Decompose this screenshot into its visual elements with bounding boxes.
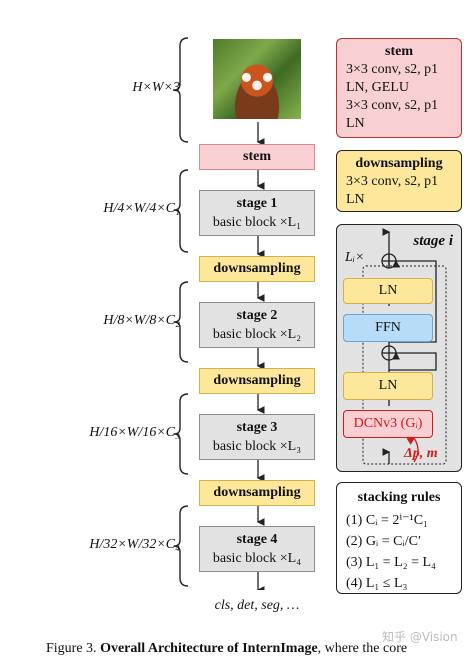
- downsampling-panel: downsampling 3×3 conv, s2, p1 LN: [336, 150, 462, 212]
- stage-i-ffn: FFN: [343, 314, 433, 342]
- stem-panel: stem 3×3 conv, s2, p1 LN, GELU 3×3 conv,…: [336, 38, 462, 138]
- stage-i-title: stage i: [413, 233, 453, 249]
- stage-i-wiring: [362, 228, 447, 465]
- stage-i-offset-label: Δp, m: [404, 446, 438, 461]
- label-stage3-dims: H/16×W/16×C₃: [89, 425, 180, 440]
- left-braces: [173, 37, 189, 587]
- stage-i-dcnv3: DCNv3 (Gᵢ): [343, 410, 433, 438]
- stacking-rule-2: (2) Gᵢ = Cᵢ/C′: [346, 534, 422, 549]
- input-image-red-panda: [213, 39, 301, 119]
- stem-panel-line-3: 3×3 conv, s2, p1: [346, 98, 439, 113]
- downsampling-label-1: downsampling: [213, 261, 301, 276]
- stacking-rules-title: stacking rules: [357, 490, 441, 505]
- stacking-rule-3: (3) L₁ = L₂ = L₄: [346, 555, 436, 570]
- downsampling-panel-line-1: 3×3 conv, s2, p1: [346, 174, 439, 189]
- caption-rest: , where the core: [317, 641, 408, 656]
- stage-3-title: stage 3: [236, 420, 278, 435]
- stage-i-repeat-label: Lᵢ×: [345, 250, 365, 265]
- stem-panel-line-2: LN, GELU: [346, 80, 409, 95]
- stage-3-sub: basic block ×L₃: [212, 439, 302, 454]
- label-stage4-dims: H/32×W/32×C₄: [89, 537, 180, 552]
- stage-2-title: stage 2: [236, 308, 278, 323]
- stem-panel-title: stem: [385, 44, 413, 59]
- caption-prefix: Figure 3.: [46, 641, 97, 656]
- downsampling-block-2: downsampling: [199, 368, 315, 394]
- label-input-dims: H×W×3: [132, 80, 180, 95]
- downsampling-block-1: downsampling: [199, 256, 315, 282]
- stage-4-sub: basic block ×L₄: [212, 551, 302, 566]
- stage-i-ln-top: LN: [343, 278, 433, 304]
- label-stage2-dims: H/8×W/8×C₂: [103, 313, 180, 328]
- stage-1-title: stage 1: [236, 196, 278, 211]
- figure-caption: Figure 3. Overall Architecture of Intern…: [46, 641, 407, 657]
- label-stage1-dims: H/4×W/4×C₁: [103, 201, 180, 216]
- stage-i-ln-bottom-label: LN: [378, 378, 398, 393]
- stage-4-block: stage 4 basic block ×L₄: [199, 526, 315, 572]
- output-tasks: cls, det, seg, …: [214, 598, 300, 613]
- stem-label: stem: [243, 149, 271, 164]
- caption-bold: Overall Architecture of InternImage: [100, 641, 318, 656]
- stem-block: stem: [199, 144, 315, 170]
- stage-2-block: stage 2 basic block ×L₂: [199, 302, 315, 348]
- watermark: 知乎 @Vision: [382, 630, 458, 644]
- downsampling-panel-line-2: LN: [346, 192, 365, 207]
- left-flow-arrows: [256, 122, 265, 590]
- stacking-rules-panel: stacking rules (1) Cᵢ = 2ⁱ⁻¹C₁ (2) Gᵢ = …: [336, 482, 462, 594]
- stage-3-block: stage 3 basic block ×L₃: [199, 414, 315, 460]
- downsampling-label-3: downsampling: [213, 485, 301, 500]
- stage-i-dcnv3-label: DCNv3 (Gᵢ): [353, 416, 423, 431]
- stem-panel-line-1: 3×3 conv, s2, p1: [346, 62, 439, 77]
- stacking-rule-4: (4) L₁ ≤ L₃: [346, 576, 408, 591]
- stage-2-sub: basic block ×L₂: [212, 327, 302, 342]
- downsampling-panel-title: downsampling: [355, 156, 443, 171]
- stage-1-block: stage 1 basic block ×L₁: [199, 190, 315, 236]
- stage-1-sub: basic block ×L₁: [212, 215, 302, 230]
- stage-i-ln-bottom: LN: [343, 372, 433, 400]
- downsampling-block-3: downsampling: [199, 480, 315, 506]
- stacking-rule-1: (1) Cᵢ = 2ⁱ⁻¹C₁: [346, 513, 428, 528]
- stage-i-ln-top-label: LN: [378, 283, 398, 298]
- downsampling-label-2: downsampling: [213, 373, 301, 388]
- stage-i-ffn-label: FFN: [375, 320, 401, 335]
- stem-panel-line-4: LN: [346, 116, 365, 131]
- stage-4-title: stage 4: [236, 532, 278, 547]
